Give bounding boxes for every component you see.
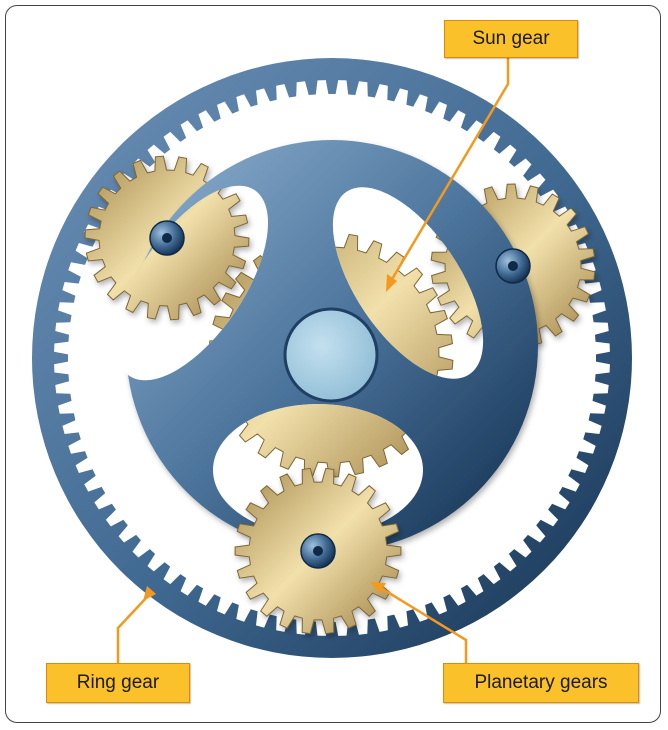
planet-pin-right	[495, 248, 531, 284]
planetary-gears-leader	[374, 583, 468, 665]
sun-gear-leader	[386, 56, 510, 288]
carrier-hub	[283, 307, 379, 403]
sun-gear-label: Sun gear	[444, 20, 578, 58]
ring-gear-leader	[116, 595, 149, 665]
planetary-gears-arrowhead	[370, 582, 386, 593]
planet-pin-upper-left	[149, 220, 185, 256]
ring-gear-arrowhead	[143, 586, 156, 601]
ring-gear-label: Ring gear	[46, 663, 190, 703]
planetary-gears-label: Planetary gears	[443, 663, 639, 703]
sun-gear-arrowhead	[386, 274, 397, 292]
planet-pin-bottom	[300, 533, 336, 569]
